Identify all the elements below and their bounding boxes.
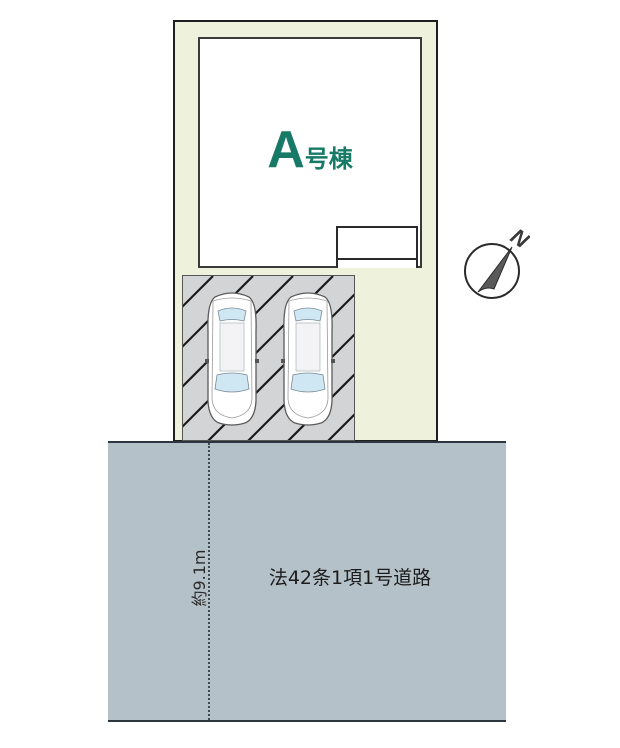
car-icon [281,292,335,426]
road-classification-label: 法42条1項1号道路 [268,567,432,589]
road-width-dimension-line [208,443,210,720]
house-label: A 号棟 [198,120,422,176]
north-label: N [506,223,530,253]
car-icon [205,292,259,426]
entrance-step-line [338,258,416,260]
front-road [108,441,506,722]
house-label-suffix: 号棟 [304,145,353,173]
road-width-label: 約9.1m [190,549,209,607]
house-label-letter: A [267,121,305,179]
north-arrow-icon: N [460,214,534,304]
parking-area [182,275,355,441]
entrance-porch [336,226,418,268]
